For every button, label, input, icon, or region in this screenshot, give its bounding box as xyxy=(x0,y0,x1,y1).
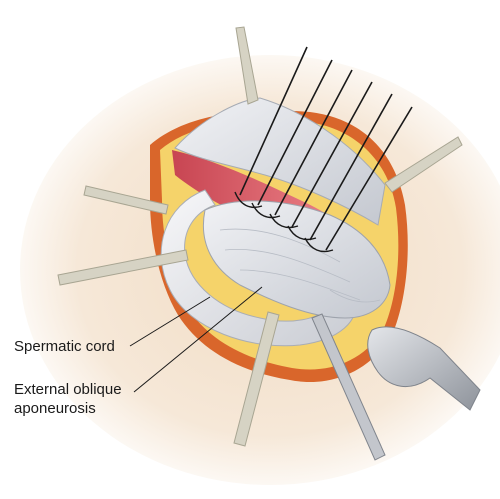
spermatic-cord-label: Spermatic cord xyxy=(14,338,115,355)
suture-knots xyxy=(234,191,334,253)
leader-external-oblique xyxy=(133,286,263,393)
retractor-upper xyxy=(235,26,259,105)
sutures xyxy=(239,46,413,251)
forceps-shaft xyxy=(311,313,386,461)
retractor-bottom xyxy=(233,311,280,447)
retractor-left-upper xyxy=(83,185,169,215)
clamp-instrument xyxy=(367,326,481,411)
tissue-texture xyxy=(219,228,381,303)
external-oblique-label: External oblique aponeurosis xyxy=(14,380,122,418)
retractors xyxy=(57,26,463,447)
retractor-left-lower xyxy=(57,249,189,286)
leader-spermatic-cord xyxy=(129,296,211,347)
external-oblique-label-line2: aponeurosis xyxy=(14,400,96,417)
retractor-right xyxy=(384,136,463,193)
external-oblique-label-line1: External oblique xyxy=(14,381,122,398)
